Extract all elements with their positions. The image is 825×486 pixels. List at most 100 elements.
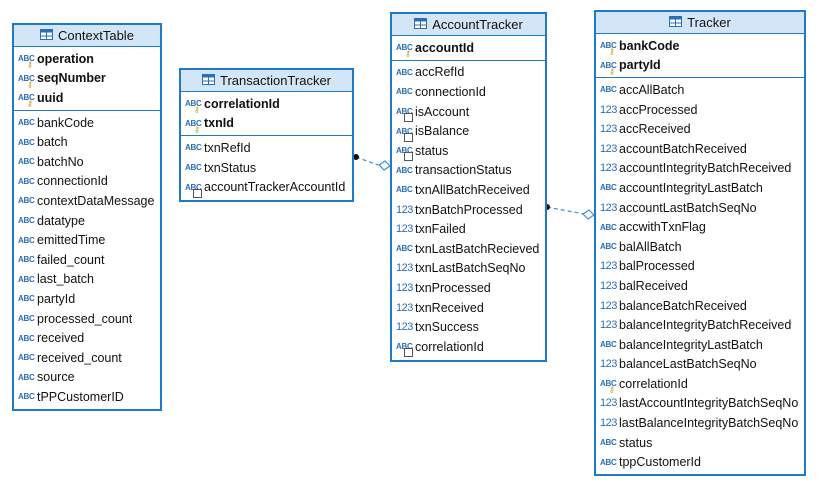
key-column-bank-code[interactable]: ABC⚷bankCode	[596, 36, 804, 57]
text-type-icon: ABC	[18, 274, 35, 284]
column-name: source	[37, 370, 75, 385]
text-type-icon: ABC	[185, 143, 202, 153]
column-name: failed_count	[37, 252, 105, 267]
number-type-icon: 123	[600, 260, 617, 273]
entity-header[interactable]: Tracker	[596, 12, 804, 34]
column-correlation-id[interactable]: ABC⚷correlationId	[596, 374, 804, 395]
key-icon: ⚷	[609, 66, 615, 76]
text-type-icon: ABC	[396, 67, 413, 77]
table-icon	[414, 17, 428, 32]
indexed-text-type-icon: ABC	[396, 107, 415, 123]
key-column-party-id[interactable]: ABC⚷partyId	[596, 56, 804, 76]
number-type-icon: 123	[396, 203, 413, 216]
key-column-seq-number[interactable]: ABC⚷seqNumber	[14, 69, 160, 89]
entity-title: AccountTracker	[432, 17, 523, 32]
column-name: uuid	[37, 90, 64, 105]
key-column-account-id[interactable]: ABC⚷accountId	[392, 38, 545, 59]
text-type-icon: ABC	[18, 235, 35, 245]
text-type-icon: ABC	[18, 157, 35, 167]
column-name: accountIntegrityBatchReceived	[619, 161, 792, 176]
key-column-uuid[interactable]: ABC⚷uuid	[14, 88, 160, 109]
key-text-type-icon: ABC⚷	[600, 60, 617, 76]
column-name: accountIntegrityLastBatch	[619, 180, 763, 195]
column-name: tPPCustomerID	[37, 389, 124, 404]
number-type-icon: 123	[600, 417, 617, 430]
entity-header[interactable]: AccountTracker	[392, 14, 545, 36]
key-text-type-icon: ABC⚷	[600, 379, 617, 395]
key-text-type-icon: ABC⚷	[185, 99, 202, 115]
entity-header[interactable]: ContextTable	[14, 25, 160, 47]
text-type-icon: ABC	[18, 353, 35, 363]
key-columns: ABC⚷accountId	[392, 36, 545, 61]
column-name: received	[37, 331, 85, 346]
column-name: balanceIntegrityBatchReceived	[619, 318, 792, 333]
column-name: operation	[37, 51, 94, 66]
key-column-txn-id[interactable]: ABC⚷txnId	[181, 114, 352, 134]
index-icon	[404, 348, 413, 358]
column-name: isAccount	[415, 104, 470, 119]
key-column-correlation-id[interactable]: ABC⚷correlationId	[181, 94, 352, 115]
entity-header[interactable]: TransactionTracker	[181, 70, 352, 92]
key-icon: ⚷	[609, 47, 615, 57]
key-column-operation[interactable]: ABC⚷operation	[14, 49, 160, 70]
